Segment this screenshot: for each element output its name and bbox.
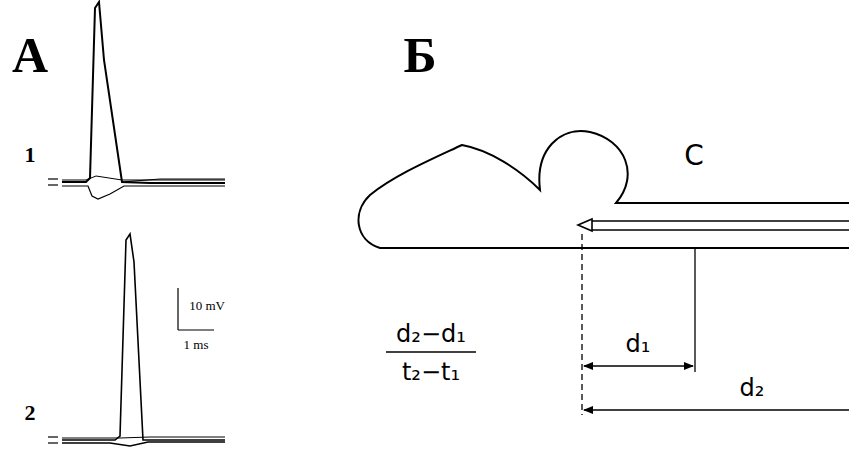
panel-letter: Б — [403, 30, 436, 80]
region-label: С — [684, 142, 704, 170]
scale-label: 1 ms — [184, 338, 209, 351]
formula-numerator: d₂−d₁ — [396, 322, 466, 346]
trace-number: 2 — [25, 402, 36, 424]
panel-letter: А — [12, 30, 48, 80]
dimension-lines — [386, 234, 849, 415]
trace-2 — [48, 234, 225, 446]
dimension-label: d₁ — [626, 332, 651, 356]
trace-number: 1 — [25, 144, 36, 166]
dimension-label: d₂ — [740, 376, 765, 400]
scale-label: 10 mV — [189, 299, 225, 312]
formula-denominator: t₂−t₁ — [402, 360, 460, 384]
neuron-outline — [359, 131, 849, 248]
electrode — [578, 219, 849, 231]
trace-1 — [48, 2, 225, 199]
